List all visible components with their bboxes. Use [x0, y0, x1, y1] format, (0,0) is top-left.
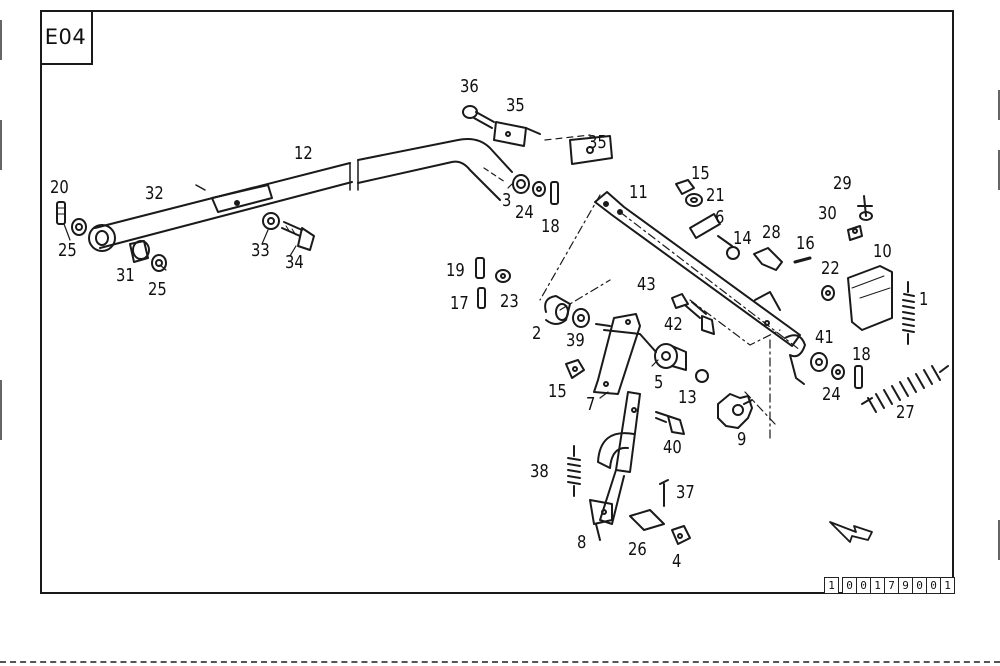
roller-5-13	[654, 343, 709, 383]
callout-24: 24	[822, 384, 841, 405]
callout-22: 22	[821, 258, 840, 279]
link-rod-11	[594, 191, 806, 385]
callout-15: 15	[548, 381, 567, 402]
callout-33: 33	[251, 240, 270, 261]
spring-38	[567, 445, 581, 497]
callout-2: 2	[532, 323, 542, 344]
drawing-frame	[40, 10, 954, 594]
binder-mark	[998, 150, 1000, 190]
serial-digit: 0	[926, 577, 941, 594]
callout-14: 14	[733, 228, 752, 249]
callout-35: 35	[588, 132, 607, 153]
serial-digit: 1	[870, 577, 885, 594]
callout-7: 7	[586, 394, 596, 415]
binder-mark	[998, 520, 1000, 560]
callout-10: 10	[873, 241, 892, 262]
callout-24: 24	[515, 202, 534, 223]
callout-30: 30	[818, 203, 837, 224]
callout-27: 27	[896, 402, 915, 423]
callout-34: 34	[285, 252, 304, 273]
fasteners-15-21-6-14	[675, 179, 740, 260]
page-edge-dashes	[0, 661, 1000, 663]
callout-20: 20	[50, 177, 69, 198]
callout-4: 4	[672, 551, 682, 572]
screw-40	[655, 411, 685, 435]
assembly-lines	[539, 194, 801, 441]
callout-15: 15	[691, 163, 710, 184]
left-end-parts	[56, 201, 167, 272]
callout-38: 38	[530, 461, 549, 482]
sheet-code: E04	[44, 24, 87, 49]
callout-17: 17	[450, 293, 469, 314]
callout-28: 28	[762, 222, 781, 243]
serial-digit: 1	[940, 577, 955, 594]
callout-36: 36	[460, 76, 479, 97]
callout-39: 39	[566, 330, 585, 351]
callout-40: 40	[663, 437, 682, 458]
leader-lines	[63, 183, 659, 399]
lever-bar	[88, 138, 513, 252]
serial-digit: 7	[884, 577, 899, 594]
spring-27	[861, 365, 949, 413]
callout-3: 3	[502, 190, 512, 211]
callout-1: 1	[919, 289, 929, 310]
callout-25: 25	[58, 240, 77, 261]
callout-11: 11	[629, 182, 648, 203]
clip-2-roller-39	[544, 295, 590, 328]
binder-mark	[0, 380, 2, 440]
callout-29: 29	[833, 173, 852, 194]
bend-parts	[483, 167, 559, 205]
binder-mark	[998, 90, 1000, 120]
callout-31: 31	[116, 265, 135, 286]
callout-21: 21	[706, 185, 725, 206]
callout-35: 35	[506, 95, 525, 116]
callout-13: 13	[678, 387, 697, 408]
right-end-parts	[810, 352, 863, 389]
binder-mark	[0, 120, 2, 170]
serial-digit: 0	[856, 577, 871, 594]
bolt-34-washer-33	[262, 212, 315, 251]
callout-23: 23	[500, 291, 519, 312]
callout-42: 42	[664, 314, 683, 335]
callout-5: 5	[654, 372, 664, 393]
drawing-serial-number: 1 0 0 1 7 9 0 0 1	[824, 577, 955, 594]
direction-arrow	[829, 521, 873, 543]
callout-9: 9	[737, 429, 747, 450]
screws-43-42	[671, 293, 715, 335]
parts-29-30	[847, 195, 873, 241]
plate-7	[593, 313, 657, 395]
small-parts-37-26-4	[629, 479, 691, 545]
spring-1	[902, 281, 915, 345]
callout-26: 26	[628, 539, 647, 560]
cam-9	[717, 393, 753, 429]
callout-6: 6	[715, 207, 725, 228]
callout-37: 37	[676, 482, 695, 503]
callout-16: 16	[796, 233, 815, 254]
callout-32: 32	[145, 183, 164, 204]
callout-25: 25	[148, 279, 167, 300]
sheet-code-box: E04	[40, 10, 93, 65]
callout-19: 19	[446, 260, 465, 281]
serial-digit: 1	[824, 577, 839, 594]
parts-28-16	[753, 247, 812, 271]
callout-43: 43	[637, 274, 656, 295]
binder-mark	[0, 20, 2, 60]
callout-18: 18	[852, 344, 871, 365]
serial-digit: 0	[842, 577, 857, 594]
callout-8: 8	[577, 532, 587, 553]
cap-10	[821, 265, 893, 331]
callout-41: 41	[815, 327, 834, 348]
callout-18: 18	[541, 216, 560, 237]
serial-digit: 9	[898, 577, 913, 594]
nut-15	[565, 359, 585, 379]
pins-19-17-washer-23	[475, 257, 511, 309]
hook-lever-8	[589, 391, 641, 541]
serial-digit: 0	[912, 577, 927, 594]
callout-12: 12	[294, 143, 313, 164]
brackets-35-screw-36	[462, 105, 613, 165]
